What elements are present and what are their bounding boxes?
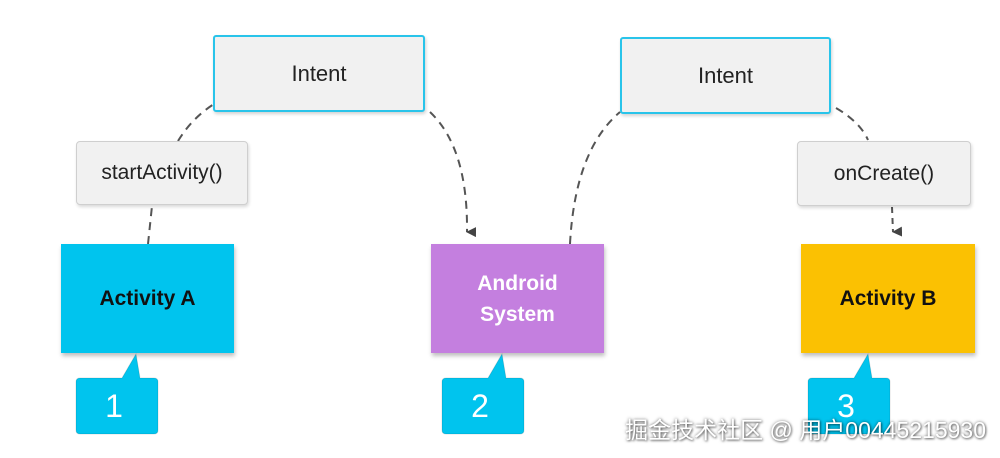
activity-b-node: Activity B (801, 244, 975, 353)
activity-a-node: Activity A (61, 244, 234, 353)
startactivity-box: startActivity() (76, 141, 248, 205)
connector-activity-a-to-startactivity (147, 205, 153, 245)
connector-intent-to-oncreate (835, 107, 869, 141)
speech-bubble-icon (75, 352, 159, 435)
connector-oncreate-to-activity-b (891, 206, 903, 237)
step-number-2: 2 (471, 388, 489, 424)
intent-label-1: Intent (291, 60, 347, 86)
startactivity-label: startActivity() (101, 161, 223, 184)
speech-bubble-icon (807, 352, 891, 435)
android-system-label-line1: Android (477, 271, 558, 295)
android-system-node: Android System (431, 244, 604, 353)
oncreate-label: onCreate() (833, 161, 935, 185)
intent-box-1: Intent (213, 35, 425, 112)
oncreate-box: onCreate() (797, 141, 971, 206)
connector-intent-to-android-system (429, 111, 477, 238)
connector-startactivity-to-intent (177, 103, 215, 142)
android-system-label-line2: System (480, 302, 555, 326)
step-badge-2: 2 (440, 352, 526, 438)
intent-label-2: Intent (697, 62, 754, 88)
watermark-text: 掘金技术社区 @ 用户00445215930 (625, 417, 986, 443)
connector-android-system-to-intent (569, 111, 621, 245)
activity-a-label: Activity A (99, 286, 196, 310)
step-badge-1: 1 (74, 352, 160, 438)
speech-bubble-icon (441, 352, 525, 435)
step-number-1: 1 (105, 388, 123, 424)
intent-box-2: Intent (620, 37, 831, 114)
step-number-3: 3 (837, 388, 855, 424)
activity-b-label: Activity B (839, 286, 937, 310)
step-badge-3: 3 (806, 352, 892, 438)
